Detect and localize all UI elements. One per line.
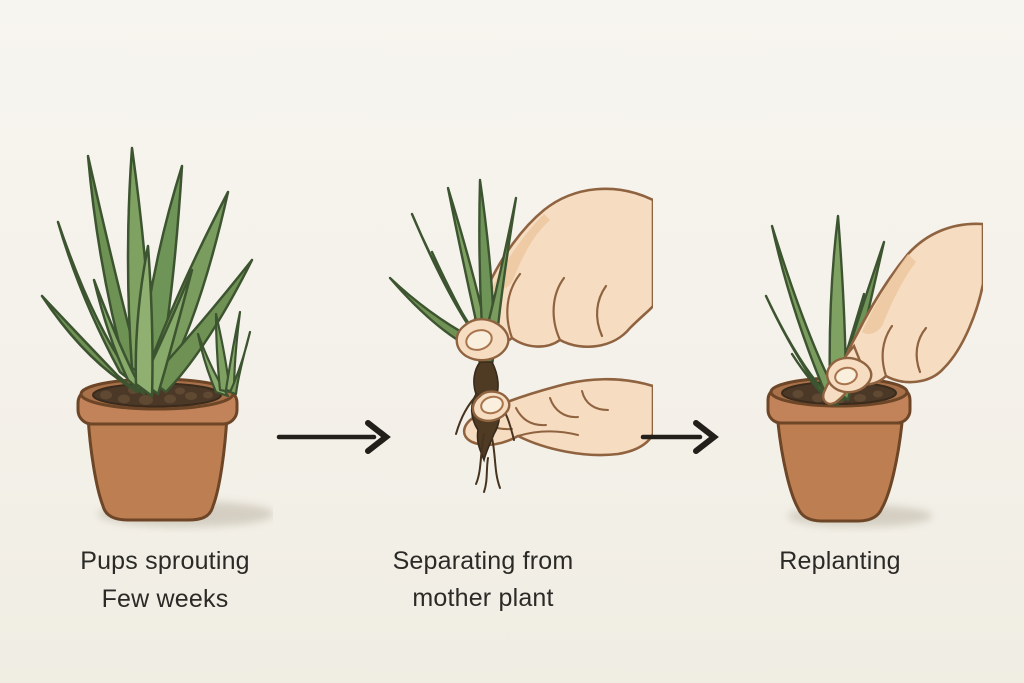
step1-duration: Few weeks [101, 585, 229, 613]
fingernail [480, 395, 504, 415]
thumbnail [834, 366, 858, 386]
planting-hand [822, 222, 983, 405]
illustration-hand-replanting-pup [764, 214, 983, 527]
arrow-right-icon [640, 420, 719, 454]
step3-label: Replanting [779, 547, 901, 575]
arrow-right-icon [276, 420, 391, 454]
step1-label-group: Pups sprouting Few weeks [45, 543, 285, 618]
illustration-hands-separating-pup [388, 178, 653, 493]
holding-hand-bottom [462, 377, 653, 457]
bottom-hand-finger [471, 390, 511, 422]
step1-label: Pups sprouting [80, 547, 250, 575]
step2-label-group: Separating from mother plant [363, 543, 603, 617]
aloe-pup [196, 310, 252, 398]
thumbnail [465, 329, 493, 351]
mother-plant [40, 146, 254, 398]
illustration-mother-aloe-with-pup [40, 146, 273, 527]
top-hand-thumb [455, 318, 510, 362]
step2-label: Separating from mother plant [392, 547, 574, 612]
step3-label-group: Replanting [720, 543, 960, 580]
